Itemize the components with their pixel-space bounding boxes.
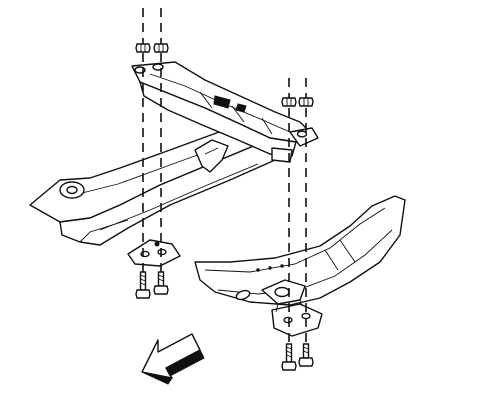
left-mount-bracket [127,239,181,267]
right-mount-bracket [261,279,323,337]
lower-bolt [135,271,314,371]
left-frame-rail [29,123,276,246]
crossmember [131,61,319,163]
direction-arrow [141,333,205,385]
right-frame-rail [194,195,406,306]
upper-nut [135,43,314,107]
alignment-centerline [142,8,307,355]
